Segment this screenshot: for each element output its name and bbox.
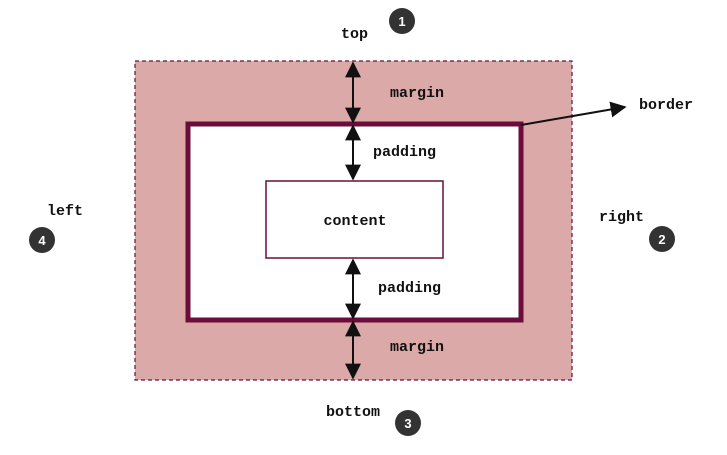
badge-top: 1 — [389, 8, 415, 34]
svg-text:2: 2 — [658, 232, 665, 247]
badge-left: 4 — [29, 227, 55, 253]
label-padding-top: padding — [373, 144, 436, 161]
svg-text:3: 3 — [404, 416, 411, 431]
content-box — [265, 180, 444, 259]
label-right: right — [599, 209, 644, 226]
label-margin-bottom: margin — [390, 339, 444, 356]
badge-bottom: 3 — [395, 410, 421, 436]
label-margin-top: margin — [390, 85, 444, 102]
svg-text:1: 1 — [398, 14, 405, 29]
label-padding-bottom: padding — [378, 280, 441, 297]
label-top: top — [341, 26, 368, 43]
label-content: content — [323, 213, 386, 230]
svg-text:4: 4 — [38, 233, 46, 248]
label-border: border — [639, 97, 693, 114]
badge-right: 2 — [649, 226, 675, 252]
label-bottom: bottom — [326, 404, 380, 421]
label-left: left — [47, 203, 83, 220]
border-pointer-arrow — [520, 101, 627, 126]
